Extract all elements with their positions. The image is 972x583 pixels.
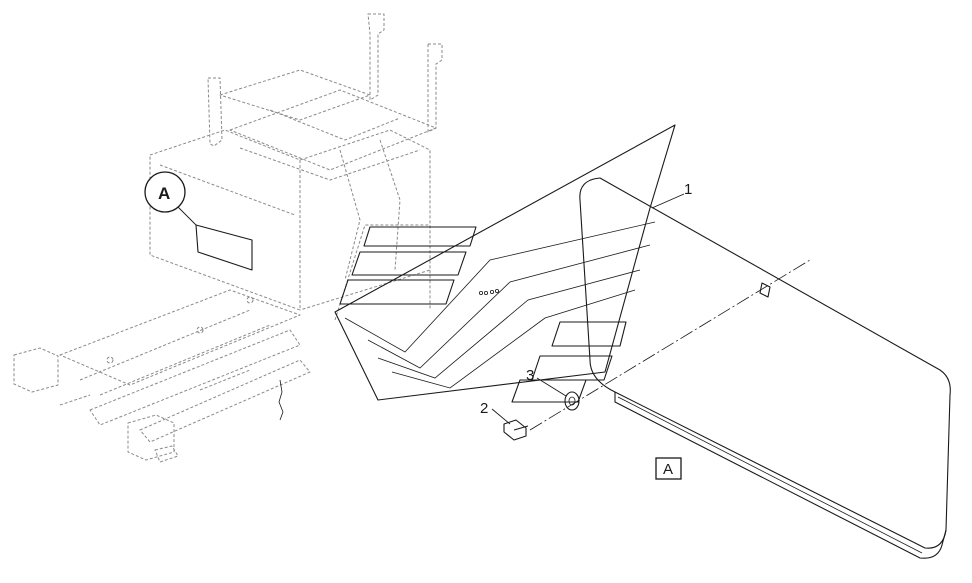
chain [278,379,284,421]
detail-a-box-label: A [663,461,673,478]
leader-item-2 [491,408,511,425]
decal-location-plate [195,224,253,271]
detail-a-box: A [655,457,682,480]
assembly-centerline [529,259,811,431]
machine-frame-ghost [13,13,443,463]
detail-a-circle: A [144,171,197,226]
leader-item-1 [651,193,685,209]
callout-item-2: 2 [480,400,488,417]
side-panel-ghost [334,224,431,321]
guard-panel [579,177,951,559]
bolt [503,419,529,441]
callout-item-3: 3 [526,367,534,384]
decal-sheet [334,124,676,403]
callout-item-1: 1 [684,181,692,198]
washer [564,391,580,411]
detail-a-circle-label: A [158,184,170,203]
leader-item-3 [536,377,567,397]
